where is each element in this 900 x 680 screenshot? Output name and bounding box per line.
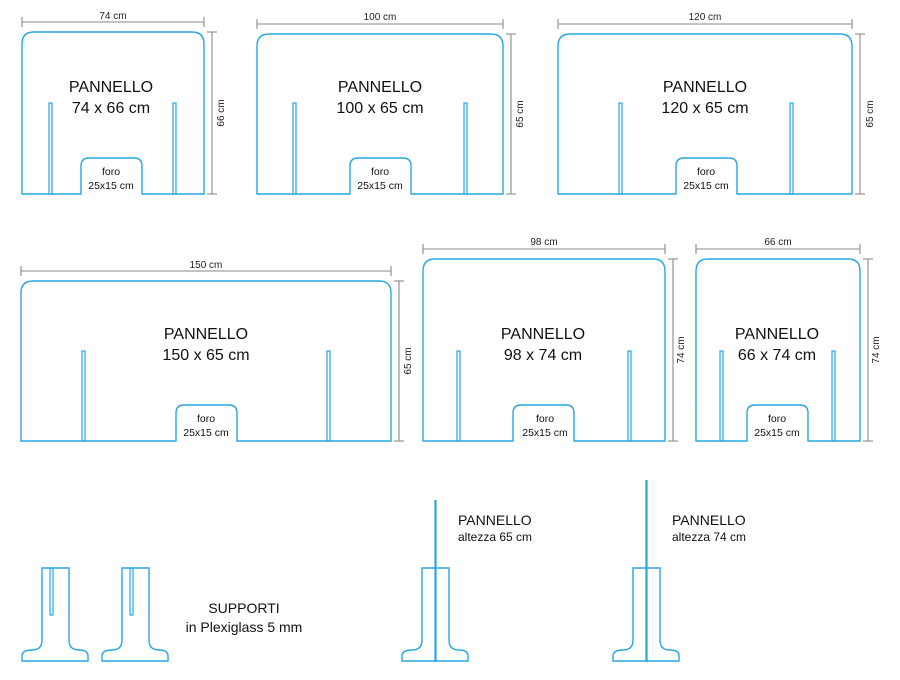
panel-66x74: 66 cm 74 cm PANNELLO 66 x 74 cm foro 25x… [695,237,882,442]
support-slot [618,102,623,195]
panel-120x65: 120 cm 65 cm PANNELLO 120 x 65 cm foro 2… [557,12,876,195]
panel-title: PANNELLO [501,326,585,343]
panel-title: PANNELLO [338,79,422,96]
supports-group: SUPPORTI in Plexiglass 5 mm [21,567,303,662]
support-slot [129,567,134,616]
support-foot [401,567,469,662]
panel-size: 74 x 66 cm [72,100,150,117]
panel-outline [256,33,504,195]
assembly-subtitle: altezza 74 cm [672,530,746,544]
hole-title: foro [197,413,215,425]
width-label: 150 cm [190,260,223,271]
height-label: 65 cm [403,347,414,374]
assembly-title: PANNELLO [458,512,532,528]
support-foot [101,567,169,662]
width-label: 66 cm [764,237,791,248]
panel-74x66: 74 cm 66 cm PANNELLO 74 x 66 cm foro 25x… [21,11,227,195]
hole-title: foro [102,166,120,178]
assembly-title: PANNELLO [672,512,746,528]
panel-98x74: 98 cm 74 cm PANNELLO 98 x 74 cm foro 25x… [422,237,687,442]
support-slot [81,350,86,442]
height-label: 74 cm [871,336,882,363]
width-label: 120 cm [689,12,722,23]
support-slot [48,102,53,195]
width-label: 74 cm [99,11,126,22]
hole-size: 25x15 cm [357,180,403,192]
panel-outline [695,258,861,442]
support-slot [789,102,794,195]
assembly-65: PANNELLO altezza 65 cm [401,500,532,662]
support-slot [172,102,177,195]
panel-150x65: 150 cm 65 cm PANNELLO 150 x 65 cm foro 2… [20,260,414,442]
supports-title: SUPPORTI [208,600,279,616]
support-slot [831,350,836,442]
hole-title: foro [536,413,554,425]
hole-size: 25x15 cm [522,427,568,439]
hole-title: foro [768,413,786,425]
panel-outline [21,31,205,195]
panel-size: 98 x 74 cm [504,347,582,364]
support-slot [463,102,468,195]
height-label: 65 cm [515,100,526,127]
support-slot [456,350,461,442]
hole-title: foro [697,166,715,178]
panel-size: 100 x 65 cm [336,100,423,117]
hole-size: 25x15 cm [754,427,800,439]
support-slot [49,567,54,616]
height-label: 65 cm [865,100,876,127]
hole-size: 25x15 cm [683,180,729,192]
hole-title: foro [371,166,389,178]
support-slot [627,350,632,442]
panel-title: PANNELLO [164,326,248,343]
height-label: 66 cm [216,99,227,126]
panel-outline [20,280,392,442]
support-slot [719,350,724,442]
panel-title: PANNELLO [663,79,747,96]
panel-outline [557,33,853,195]
width-label: 98 cm [530,237,557,248]
assembly-74: PANNELLO altezza 74 cm [612,480,746,662]
height-label: 74 cm [676,336,687,363]
support-slot [292,102,297,195]
panel-title: PANNELLO [735,326,819,343]
hole-size: 25x15 cm [88,180,134,192]
panel-size: 120 x 65 cm [661,100,748,117]
support-slot [326,350,331,442]
panel-title: PANNELLO [69,79,153,96]
panel-size: 150 x 65 cm [162,347,249,364]
supports-subtitle: in Plexiglass 5 mm [186,619,303,635]
panel-size: 66 x 74 cm [738,347,816,364]
assembly-subtitle: altezza 65 cm [458,530,532,544]
support-foot [612,567,680,662]
panel-outline [422,258,666,442]
support-foot [21,567,89,662]
panel-100x65: 100 cm 65 cm PANNELLO 100 x 65 cm foro 2… [256,12,526,195]
width-label: 100 cm [364,12,397,23]
hole-size: 25x15 cm [183,427,229,439]
